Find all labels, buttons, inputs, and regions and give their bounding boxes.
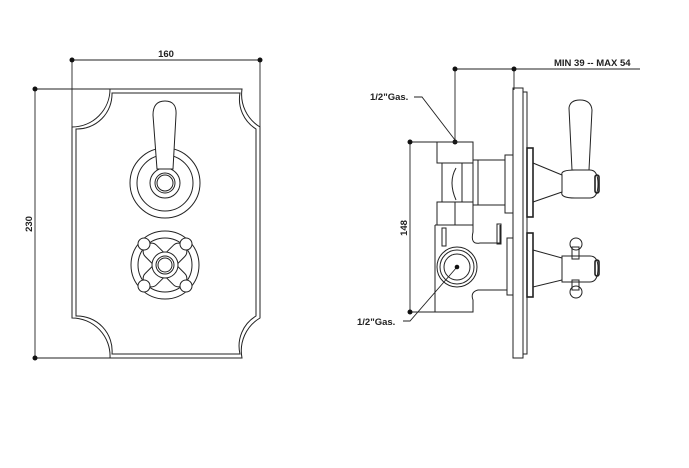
spacing-label: 148	[399, 220, 410, 236]
lever-side	[526, 99, 600, 218]
depth-dimension: MIN 39 -- MAX 54	[452, 58, 640, 142]
depth-label: MIN 39 -- MAX 54	[554, 58, 631, 69]
top-connection-label: 1/2"Gas.	[370, 92, 408, 103]
bottom-connection-callout: 1/2"Gas.	[357, 264, 460, 328]
height-dimension: 230	[24, 86, 110, 361]
top-connection-callout: 1/2"Gas.	[370, 92, 456, 141]
cover-plate	[71, 88, 261, 359]
cross-handle-side	[526, 232, 600, 299]
height-label: 230	[24, 216, 35, 232]
width-dimension: 160	[69, 49, 263, 128]
width-label: 160	[158, 49, 174, 60]
front-view: 160 230	[24, 49, 263, 361]
wall-plate	[512, 87, 528, 359]
lever-handle	[129, 100, 201, 219]
side-view: MIN 39 -- MAX 54 148 1/2"Gas. 1/2"Gas.	[357, 58, 640, 359]
bottom-connection-label: 1/2"Gas.	[357, 317, 395, 328]
cross-handle	[130, 230, 200, 300]
spacing-dimension: 148	[399, 139, 458, 315]
valve-body	[434, 141, 514, 313]
